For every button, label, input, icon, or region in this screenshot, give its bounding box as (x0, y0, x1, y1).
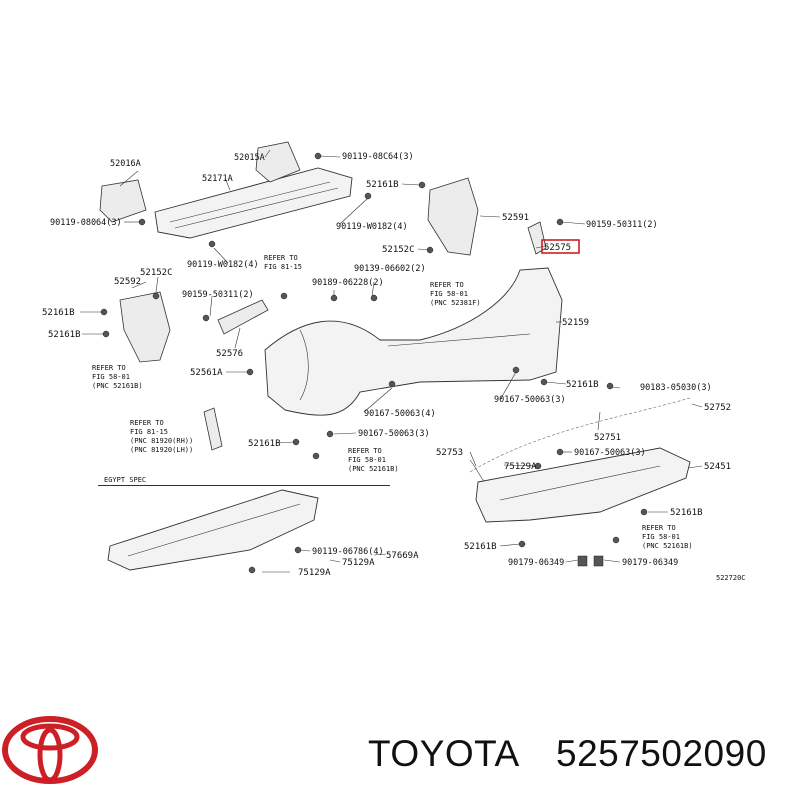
brand-name: TOYOTA (368, 733, 520, 774)
part-label: 90159-50311(2) (586, 220, 658, 230)
bracket-center (255, 141, 301, 183)
spec-label: EGYPT SPEC (104, 476, 146, 484)
part-label: 52152C (382, 245, 415, 255)
part-label: 90167-50063(3) (358, 429, 430, 439)
part-label: 90139-06602(2) (354, 264, 426, 274)
part-label: 90167-50063(3) (494, 395, 566, 405)
part-label: 90189-06228(2) (312, 278, 384, 288)
part-label: 52592 (114, 277, 141, 287)
part-label: 75129A (298, 568, 331, 578)
part-label: 52161B (48, 330, 81, 340)
bumper-cover (264, 267, 563, 416)
lower-cover (475, 447, 691, 523)
part-label: 90167-50063(4) (364, 409, 436, 419)
part-label: 90159-50311(2) (182, 290, 254, 300)
part-number: 5257502090 (556, 733, 767, 774)
ref-note: REFER TO FIG 81-15 (PNC 81920(RH)) (PNC … (130, 419, 197, 454)
part-label: 52016A (110, 159, 141, 169)
part-labels: 52016A 52015A 90119-08C64(3) 52171A 9011… (42, 152, 746, 582)
part-label: 52752 (704, 403, 731, 413)
ref-note: REFER TO FIG 58-01 (PNC 52381F) (430, 281, 481, 307)
retainer-52576 (217, 299, 269, 335)
part-label: 52591 (502, 213, 529, 223)
part-label: 52152C (140, 268, 173, 278)
part-label: 75129A (342, 558, 375, 568)
part-label: 75129A (504, 462, 537, 472)
side-bracket-right (427, 177, 479, 256)
ref-note: REFER TO FIG 81-15 (264, 254, 302, 271)
part-label: 52161B (366, 180, 399, 190)
ref-note: REFER TO FIG 58-01 (PNC 52161B) (642, 524, 693, 550)
ref-note: REFER TO FIG 58-01 (PNC 52161B) (348, 447, 399, 473)
reflector (203, 407, 223, 451)
part-label: 52561A (190, 368, 223, 378)
part-label: 57669A (386, 551, 419, 561)
part-label: 52161B (42, 308, 75, 318)
part-label: 52171A (202, 174, 233, 184)
part-label: 52161B (464, 542, 497, 552)
part-label: 90119-08064(3) (50, 218, 122, 228)
part-label: 90167-50063(3) (574, 448, 646, 458)
part-label: 90119-06786(4) (312, 547, 384, 557)
part-label: 90119-W0182(4) (336, 222, 408, 232)
part-label: 52161B (248, 439, 281, 449)
part-label: 52159 (562, 318, 589, 328)
part-label: 52751 (594, 433, 621, 443)
part-label: 90119-W0182(4) (187, 260, 259, 270)
reference-notes: REFER TO FIG 81-15 REFER TO FIG 58-01 (P… (92, 254, 693, 550)
part-label: 52451 (704, 462, 731, 472)
part-label: 90179-06349 (622, 558, 678, 568)
highlight-box (541, 239, 580, 254)
ref-note: REFER TO FIG 58-01 (PNC 52161B) (92, 364, 143, 390)
part-label: 52161B (566, 380, 599, 390)
part-label: 52753 (436, 448, 463, 458)
part-label-highlighted: 52575 (544, 243, 571, 253)
lower-molding (469, 397, 691, 473)
bumper-reinforcement (154, 167, 353, 239)
bolts (100, 152, 648, 574)
toyota-logo-icon (2, 716, 98, 784)
part-label: 90183-05030(3) (640, 383, 712, 393)
bracket-left (99, 179, 147, 223)
side-bracket-left (119, 291, 171, 363)
part-label: 90119-08C64(3) (342, 152, 414, 162)
part-label: 52015A (234, 153, 265, 163)
egypt-spec-frame (98, 485, 390, 486)
part-label: 90179-06349 (508, 558, 564, 568)
diagram-code: 522720C (716, 574, 746, 582)
part-label: 52576 (216, 349, 243, 359)
part-label: 52161B (670, 508, 703, 518)
leader-lines (80, 149, 703, 573)
